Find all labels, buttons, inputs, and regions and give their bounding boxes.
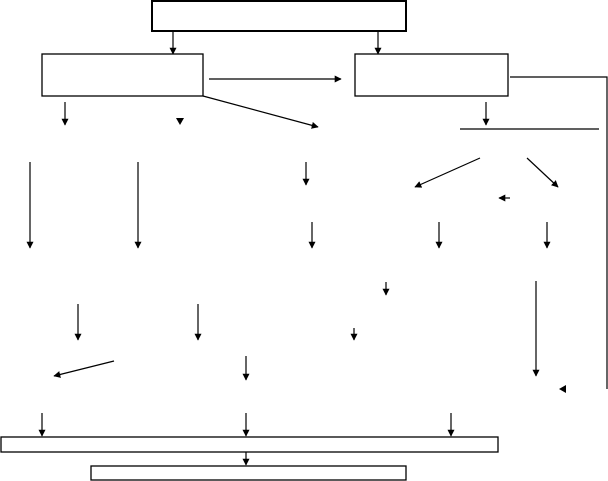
bottom-wide-box [0,436,499,453]
top-box [151,0,407,32]
right-box [354,53,509,97]
arrowhead-left [559,385,566,393]
arrow-diagonal-left [414,157,481,188]
bottom-final-box [90,465,407,481]
arrow-diagonal-left [53,360,115,378]
left-box [41,53,204,97]
right-feedback-line [510,76,608,389]
arrow-diagonal-right [526,157,559,188]
arrow-diagonal-left-box [202,95,319,129]
arrowhead-down [176,118,184,125]
